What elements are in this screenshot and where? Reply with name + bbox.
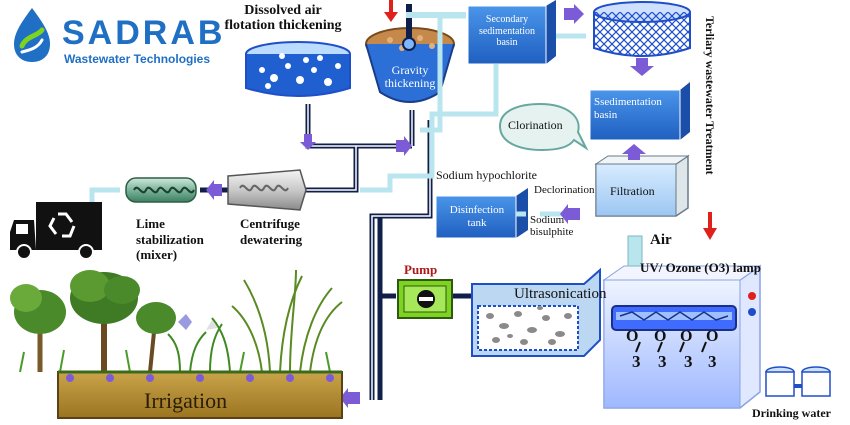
sedimentation-label: Ssedimentation basin (594, 96, 662, 121)
ozone-3-4: 3 (708, 352, 717, 371)
disinfection-label: Disinfection tank (449, 204, 505, 229)
uv-ozone-label: UV/ Ozone (O3) lamp (640, 260, 761, 275)
ultrasonication-tank (471, 267, 601, 357)
filtration-label: Filtration (610, 184, 655, 198)
ozone-o-3: O (680, 328, 693, 345)
clorination-bubble (498, 102, 589, 152)
irrigation-plants (10, 269, 343, 373)
pump-label: Pump (404, 262, 438, 277)
sodium-hypochlorite-label: Sodium hypochlorite (436, 168, 537, 182)
sodium-bisulphite-label: Sodium bisulphite (530, 214, 574, 239)
gravity-label: Gravity thickening (384, 63, 436, 91)
centrifuge-label: Centrifuge dewatering (240, 216, 303, 247)
air-pipe (627, 235, 643, 267)
ozone-o-4: O (706, 328, 719, 345)
flow-arrows (206, 4, 760, 408)
clorination-label: Clorination (508, 118, 563, 132)
sedimentation-box (589, 82, 690, 141)
drinking-water-label: Drinking water (752, 406, 831, 420)
pump-icon (397, 279, 453, 319)
logo-tagline: Wastewater Technologies (64, 52, 211, 66)
ozone-3-2: 3 (658, 352, 667, 371)
ozone-o-1: O (626, 328, 639, 345)
drinking-water-tanks (765, 366, 831, 397)
logo-drop-icon (14, 8, 50, 62)
daf-tank (245, 41, 351, 97)
tertiary-arrow-icon (703, 212, 717, 240)
ozone-o-2: O (654, 328, 667, 345)
secondary-sedimentation-box (467, 0, 556, 65)
ultrasonication-label: Ultrasonication (514, 286, 607, 302)
declorination-label: Declorination (534, 184, 595, 196)
irrigation-label: Irrigation (144, 388, 228, 413)
inflow-arrow-icon (384, 0, 398, 22)
tertiary-label: Terliary wastewater Treatment (703, 16, 717, 175)
air-label: Air (650, 232, 672, 248)
sludge-pipes (200, 104, 476, 400)
uv-ozone-chamber (602, 264, 762, 409)
logo-wordmark: SADRAB (62, 14, 226, 52)
lime-label: Lime stabilization (mixer) (136, 216, 204, 263)
irrigation-bed (57, 370, 343, 419)
truck-icon (10, 202, 102, 260)
daf-label: Dissolved air flotation thickening (224, 3, 342, 34)
ozone-3-1: 3 (632, 352, 641, 371)
mesh-drum-filter (593, 1, 691, 57)
gravity-thickener (365, 4, 466, 103)
filtration-box (594, 154, 690, 217)
lime-mixer (125, 177, 197, 203)
ozone-3-3: 3 (684, 352, 693, 371)
secondary-sed-label: Secondary sedimentation basin (478, 14, 536, 48)
centrifuge (227, 169, 307, 211)
disinfection-box (435, 188, 528, 239)
